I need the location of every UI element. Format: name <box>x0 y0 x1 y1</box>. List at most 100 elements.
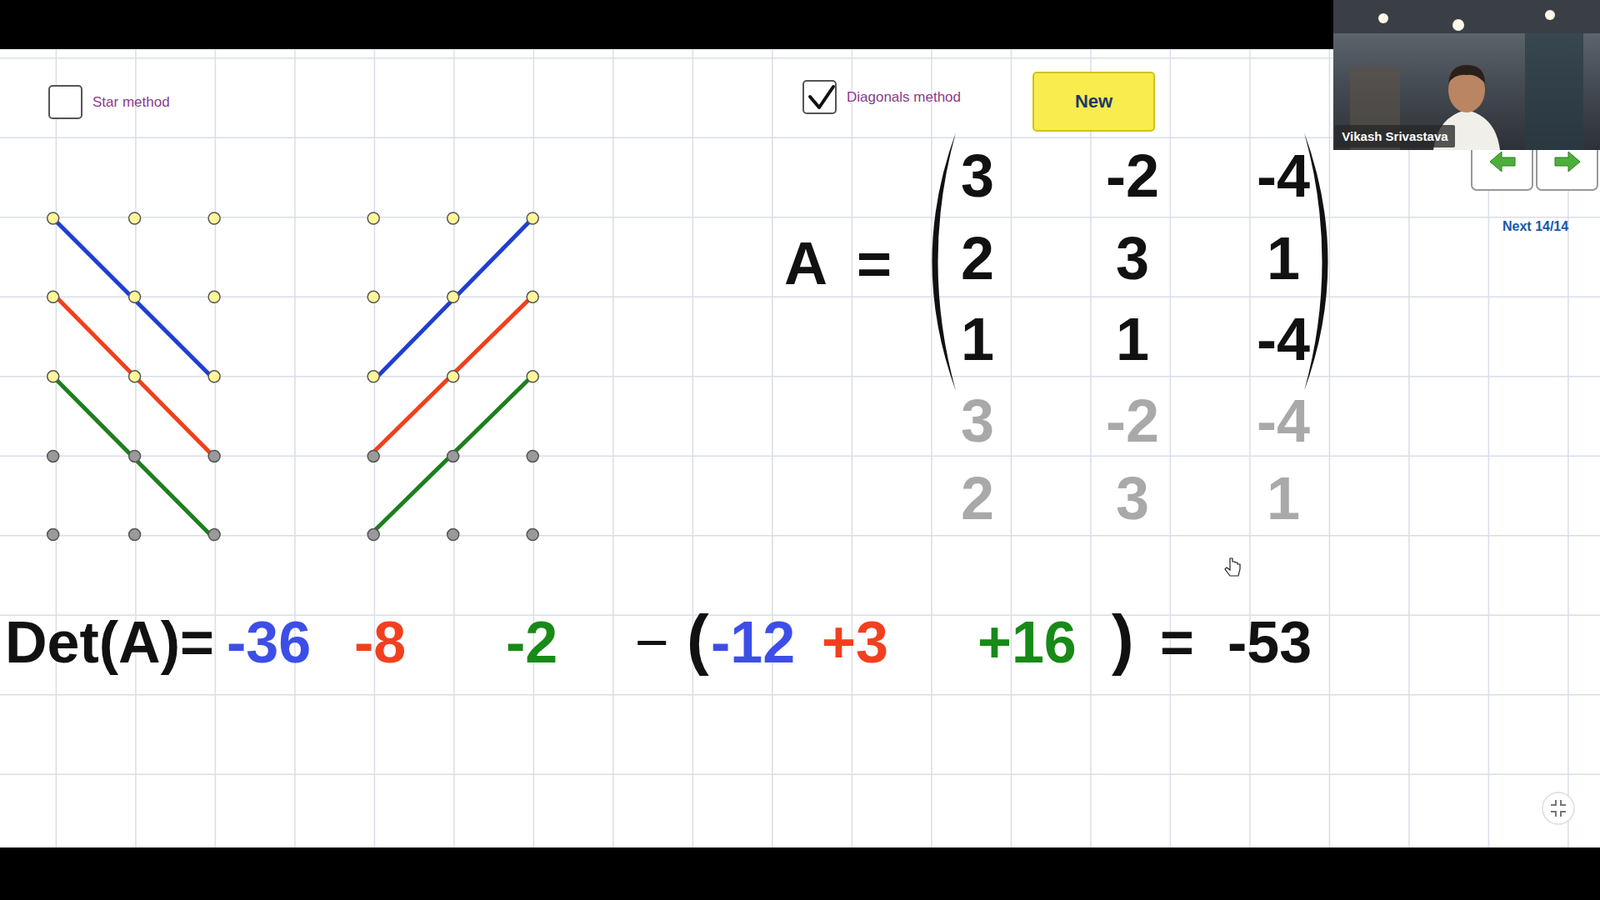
point <box>208 529 220 541</box>
point <box>367 450 380 462</box>
grid-line <box>0 296 1600 299</box>
name-tag-text: Vikash Srivastava <box>1341 129 1448 144</box>
point <box>367 212 380 225</box>
point <box>208 370 220 383</box>
diagonal-lines <box>53 217 535 535</box>
point <box>526 290 539 303</box>
matrix-entry: -4 <box>1256 145 1310 206</box>
applet-ground <box>0 49 1600 848</box>
point <box>447 290 460 303</box>
repeated-row-entry: -4 <box>1256 390 1310 451</box>
matrix-entry: 1 <box>1115 309 1150 370</box>
point <box>129 212 141 225</box>
point <box>526 212 539 225</box>
point <box>447 370 460 383</box>
mouse-cursor <box>1225 558 1240 576</box>
grid-line <box>692 49 695 848</box>
grid-line <box>294 49 296 848</box>
grid-line <box>930 49 933 848</box>
point <box>47 450 60 462</box>
det-term: -36 <box>226 613 311 672</box>
point <box>47 290 60 303</box>
grid-line <box>0 694 1600 696</box>
point-grid <box>47 212 540 541</box>
grid-line <box>55 49 58 848</box>
point <box>367 290 380 303</box>
repeated-row-entry: 3 <box>960 390 995 451</box>
grid-line <box>0 375 1600 378</box>
det-term: +3 <box>821 613 889 672</box>
point <box>129 529 141 541</box>
matrix-entry: 1 <box>1266 228 1300 289</box>
grid-line <box>1249 49 1251 848</box>
matrix-entry: -2 <box>1105 145 1160 206</box>
grid-line <box>0 535 1600 537</box>
arrow-icon <box>1555 151 1580 172</box>
grid-line <box>215 49 217 848</box>
equals-sign: = <box>856 233 892 294</box>
point <box>526 370 539 383</box>
point <box>129 290 141 303</box>
point <box>208 450 220 462</box>
checkmark <box>810 86 834 108</box>
repeated-row-entry: 3 <box>1115 468 1150 529</box>
point <box>526 529 539 541</box>
grid-line <box>771 49 774 848</box>
checkbox <box>49 85 82 119</box>
point <box>447 529 460 541</box>
matrix-entry: 3 <box>1115 228 1150 289</box>
det-bracket: ) <box>1111 605 1135 673</box>
det-operator: = <box>1160 613 1195 672</box>
grid-line <box>1090 49 1092 848</box>
point <box>208 290 220 303</box>
matrix-bracket <box>932 132 957 391</box>
point <box>47 370 60 383</box>
grid <box>0 49 1600 848</box>
det-term: -12 <box>710 613 795 672</box>
repeated-row-entry: 1 <box>1266 468 1300 529</box>
button-text: New <box>1075 90 1113 113</box>
matrix-entry: 2 <box>960 228 995 289</box>
arrow-icon <box>1490 151 1515 172</box>
matrix-entry: 3 <box>960 145 995 206</box>
point <box>208 212 220 225</box>
matrix-entry: 1 <box>960 309 995 370</box>
checkbox <box>803 80 836 114</box>
grid-line <box>533 49 535 848</box>
nav-button <box>1471 144 1533 190</box>
button: New <box>1032 71 1155 132</box>
grid-line <box>612 49 615 848</box>
point <box>367 529 380 541</box>
repeated-row-entry: 2 <box>960 468 995 529</box>
det-term: +16 <box>977 613 1077 672</box>
matrix-name: A <box>784 233 828 294</box>
grid-line <box>135 49 137 848</box>
point <box>47 212 60 225</box>
point <box>129 370 141 383</box>
det-term: -2 <box>505 613 558 672</box>
matrix-entry: -4 <box>1256 309 1310 370</box>
name-tag: Vikash Srivastava <box>1335 125 1455 148</box>
point <box>447 212 460 225</box>
grid-line <box>453 49 455 848</box>
fullscreen-icon <box>1542 792 1575 825</box>
grid-line <box>1408 49 1410 848</box>
checkbox-label: Star method <box>92 95 170 110</box>
grid-line <box>1010 49 1013 848</box>
point <box>447 450 460 462</box>
point <box>526 450 539 462</box>
grid-line <box>1170 49 1172 848</box>
det-result: -53 <box>1227 613 1312 672</box>
det-term: -8 <box>354 613 406 672</box>
point <box>367 370 380 383</box>
checkbox-label: Diagonals method <box>846 90 961 105</box>
grid-line <box>1329 49 1331 848</box>
grid-line <box>851 49 854 848</box>
grid-line <box>0 774 1600 776</box>
grid-line <box>0 455 1600 458</box>
nav-counter: Next 14/14 <box>1502 220 1569 234</box>
det-label: Det(A)= <box>5 613 215 672</box>
det-bracket: ( <box>686 605 710 673</box>
grid-line <box>0 216 1600 219</box>
fullscreen-icon <box>1550 800 1566 817</box>
